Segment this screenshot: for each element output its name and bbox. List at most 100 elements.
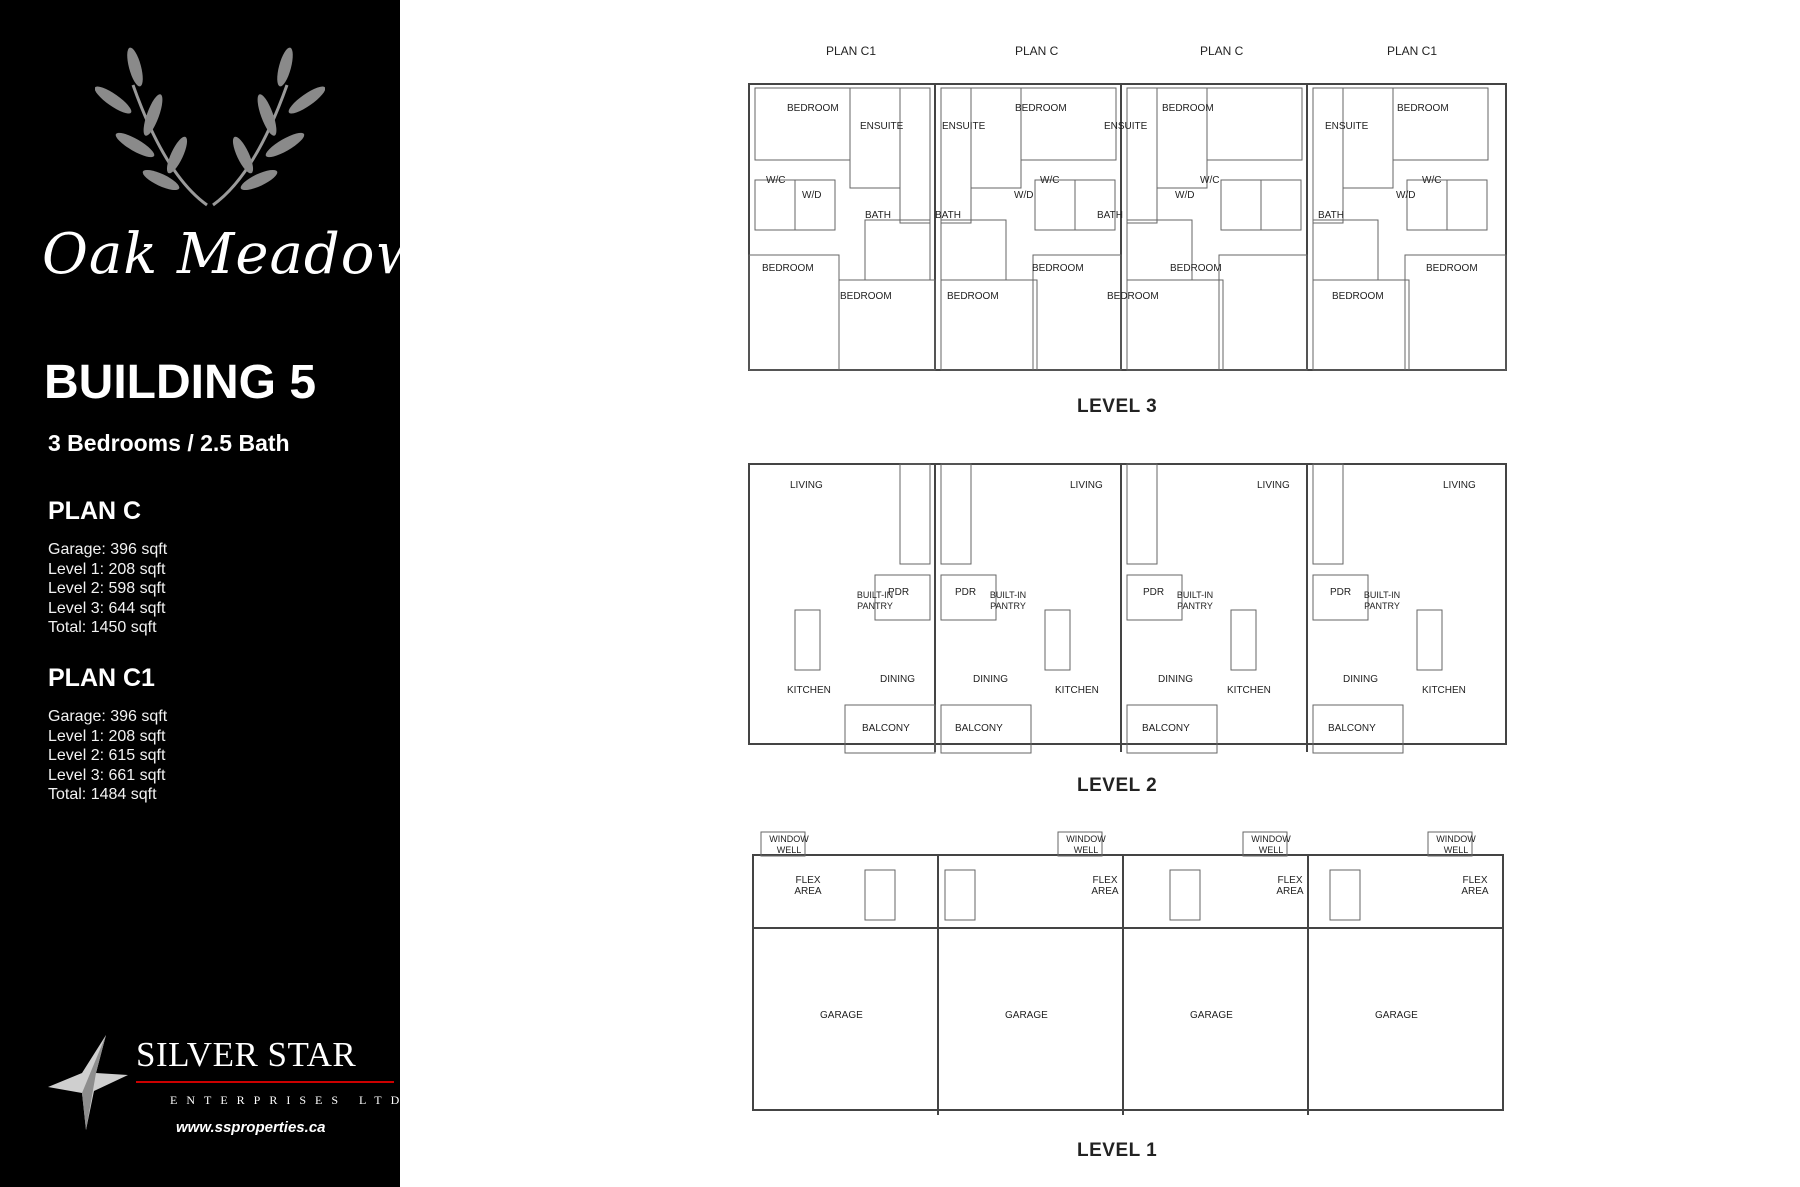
room-label: BEDROOM — [1162, 103, 1214, 114]
level-3-title: LEVEL 3 — [1077, 396, 1158, 417]
plan-heading: PLAN C — [48, 497, 142, 525]
room-label: ENSUITE — [860, 121, 904, 132]
unit-summary: 3 Bedrooms / 2.5 Bath — [48, 430, 290, 456]
room-label: FLEX AREA — [1276, 875, 1304, 897]
room-label: W/C — [766, 175, 786, 186]
floor-plans: PLAN C1 PLAN C PLAN C PLAN C1 — [400, 0, 1800, 1187]
room-label: GARAGE — [1005, 1010, 1048, 1021]
company-website[interactable]: www.ssproperties.ca — [176, 1119, 326, 1136]
room-label: KITCHEN — [1055, 685, 1099, 696]
room-label: BEDROOM — [947, 291, 999, 302]
room-label: BATH — [1097, 210, 1123, 221]
room-label: WINDOW WELL — [769, 834, 809, 855]
spec-line: Total: 1450 sqft — [48, 619, 157, 636]
room-label: BEDROOM — [1032, 263, 1084, 274]
room-label: ENSUITE — [1325, 121, 1369, 132]
unit-label: PLAN C1 — [826, 44, 877, 58]
room-label: W/D — [1396, 190, 1416, 201]
brand-script-name: Oak Meadows — [42, 222, 455, 287]
level-1-floorplan — [752, 831, 1504, 1115]
room-label: GARAGE — [1190, 1010, 1233, 1021]
room-label: W/D — [1175, 190, 1195, 201]
room-label: KITCHEN — [1422, 685, 1466, 696]
company-logo: SILVER STAR ENTERPRISES LTD. www.ssprope… — [48, 1035, 411, 1145]
room-label: DINING — [1343, 674, 1378, 685]
room-label: DINING — [973, 674, 1008, 685]
spec-line: Level 2: 615 sqft — [48, 747, 166, 764]
room-label: PDR — [955, 587, 977, 598]
room-label: LIVING — [1443, 480, 1476, 491]
room-label: PDR — [1330, 587, 1352, 598]
room-label: BALCONY — [862, 723, 910, 734]
building-title: BUILDING 5 — [44, 356, 317, 409]
room-label: BALCONY — [955, 723, 1003, 734]
room-label: BEDROOM — [1426, 263, 1478, 274]
room-label: LIVING — [790, 480, 823, 491]
room-label: BEDROOM — [1332, 291, 1384, 302]
room-label: ENSUITE — [942, 121, 986, 132]
company-tagline: ENTERPRISES LTD. — [170, 1093, 421, 1107]
room-label: BEDROOM — [1015, 103, 1067, 114]
room-label: BEDROOM — [1107, 291, 1159, 302]
room-label: FLEX AREA — [1091, 875, 1119, 897]
room-label: W/D — [1014, 190, 1034, 201]
room-label: KITCHEN — [787, 685, 831, 696]
unit-label: PLAN C1 — [1387, 44, 1438, 58]
spec-line: Level 3: 644 sqft — [48, 599, 166, 617]
room-label: BEDROOM — [762, 263, 814, 274]
level-1-title: LEVEL 1 — [1077, 1140, 1158, 1161]
spec-line: Level 2: 598 sqft — [48, 580, 166, 597]
room-label: BATH — [1318, 210, 1344, 221]
room-label: BALCONY — [1142, 723, 1190, 734]
plan-heading: PLAN C1 — [48, 664, 155, 692]
room-label: LIVING — [1070, 480, 1103, 491]
spec-line: Level 1: 208 sqft — [48, 727, 166, 745]
room-label: WINDOW WELL — [1251, 834, 1291, 855]
unit-label: PLAN C — [1015, 44, 1059, 58]
room-label: DINING — [880, 674, 915, 685]
room-label: BALCONY — [1328, 723, 1376, 734]
spec-line: Total: 1484 sqft — [48, 786, 157, 803]
room-label: BATH — [935, 210, 961, 221]
plan-c1-specs: PLAN C1 Garage: 396 sqft Level 1: 208 sq… — [48, 664, 167, 805]
room-label: DINING — [1158, 674, 1193, 685]
room-label: W/C — [1040, 175, 1060, 186]
room-label: KITCHEN — [1227, 685, 1271, 696]
room-label: W/C — [1422, 175, 1442, 186]
room-label: BUILT-IN PANTRY — [1176, 590, 1214, 611]
room-label: WINDOW WELL — [1436, 834, 1476, 855]
room-label: FLEX AREA — [794, 875, 822, 897]
level-2-floorplan — [748, 463, 1507, 754]
plan-c-specs: PLAN C Garage: 396 sqft Level 1: 208 sqf… — [48, 497, 167, 638]
room-label: BEDROOM — [840, 291, 892, 302]
room-label: WINDOW WELL — [1066, 834, 1106, 855]
spec-line: Garage: 396 sqft — [48, 541, 168, 558]
level-3-floorplan — [748, 83, 1507, 371]
room-label: BEDROOM — [1170, 263, 1222, 274]
spec-line: Garage: 396 sqft — [48, 708, 168, 725]
logo-divider — [136, 1081, 394, 1083]
laurel-branch-icon — [95, 47, 325, 207]
room-label: PDR — [1143, 587, 1165, 598]
spec-line: Level 3: 661 sqft — [48, 766, 166, 784]
room-label: LIVING — [1257, 480, 1290, 491]
room-label: BUILT-IN PANTRY — [1363, 590, 1401, 611]
room-label: W/D — [802, 190, 822, 201]
unit-label: PLAN C — [1200, 44, 1244, 58]
level-2-title: LEVEL 2 — [1077, 775, 1158, 796]
sidebar: Oak Meadows BUILDING 5 3 Bedrooms / 2.5 … — [0, 0, 453, 1187]
company-name: SILVER STAR — [136, 1035, 357, 1074]
room-label: ENSUITE — [1104, 121, 1148, 132]
room-label: BUILT-IN PANTRY — [989, 590, 1027, 611]
room-label: BEDROOM — [787, 103, 839, 114]
silver-star-icon — [48, 1035, 128, 1130]
room-label: BUILT-IN PANTRY — [856, 590, 894, 611]
room-label: PDR — [888, 587, 910, 598]
room-label: GARAGE — [1375, 1010, 1418, 1021]
room-label: GARAGE — [820, 1010, 863, 1021]
room-label: BEDROOM — [1397, 103, 1449, 114]
room-label: FLEX AREA — [1461, 875, 1489, 897]
room-label: BATH — [865, 210, 891, 221]
spec-line: Level 1: 208 sqft — [48, 560, 166, 578]
room-label: W/C — [1200, 175, 1220, 186]
